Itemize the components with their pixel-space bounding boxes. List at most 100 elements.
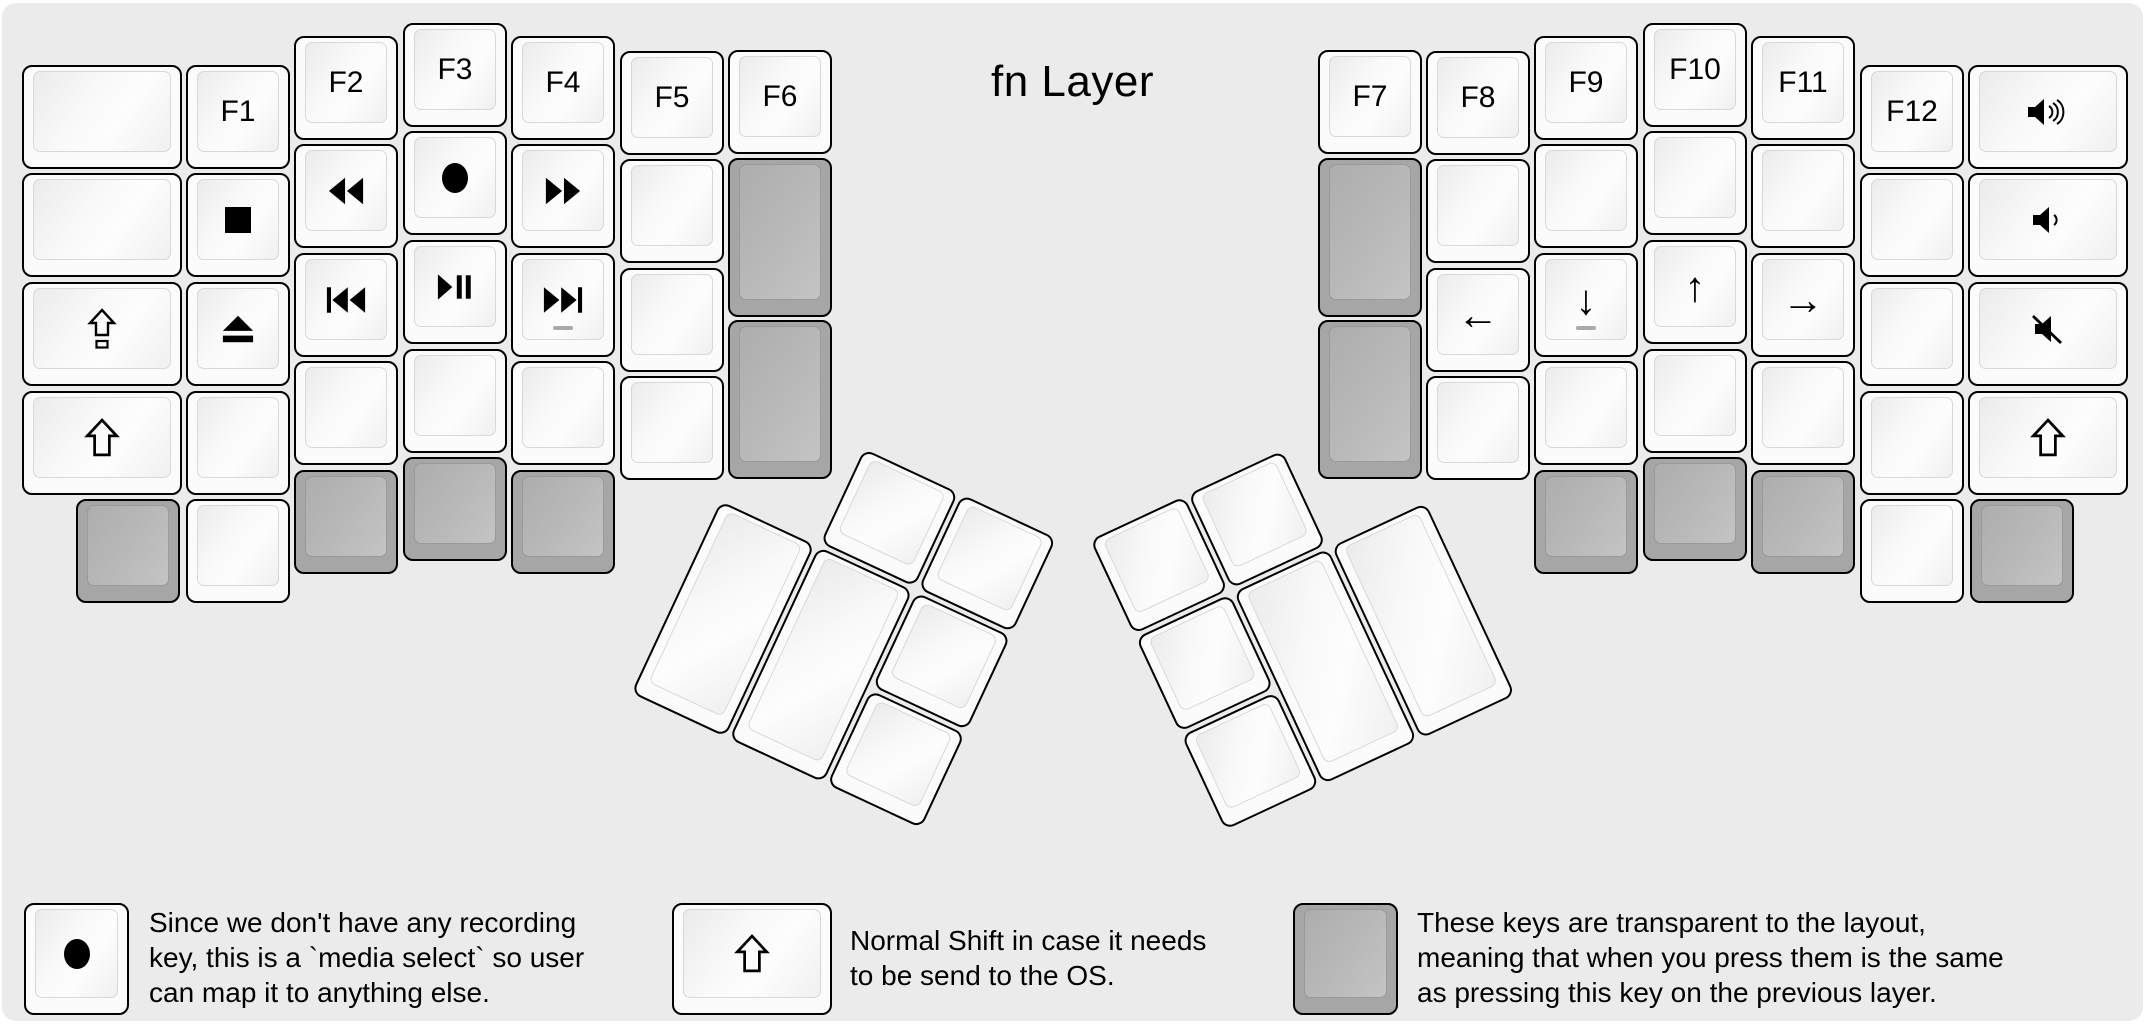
key-left-bottom-1[interactable] (76, 499, 180, 603)
key-left-c2-r4[interactable] (294, 361, 398, 465)
key-f2[interactable]: F2 (294, 36, 398, 140)
keycap (1871, 397, 1953, 478)
key-stop[interactable] (186, 173, 290, 277)
legend-shift-key[interactable] (672, 903, 832, 1015)
key-f7[interactable]: F7 (1318, 50, 1422, 154)
key-previous-track[interactable] (294, 253, 398, 357)
key-volume-down[interactable] (1968, 173, 2128, 277)
key-fast-forward[interactable] (511, 144, 615, 248)
key-f5[interactable]: F5 (620, 51, 724, 155)
key-right-c9-r4[interactable] (1534, 361, 1638, 465)
legend-media-select-key[interactable] (24, 903, 129, 1015)
keycap (631, 382, 713, 463)
keycap (1654, 355, 1736, 436)
keycap (522, 476, 604, 557)
key-volume-up[interactable] (1968, 65, 2128, 169)
key-right-c8-r2[interactable] (1426, 159, 1530, 263)
keycap (35, 909, 118, 998)
key-left-bottom-4[interactable] (403, 457, 507, 561)
key-mute[interactable] (1968, 282, 2128, 386)
key-right-shift[interactable] (1968, 391, 2128, 495)
key-left-c5-r4[interactable] (620, 376, 724, 480)
key-arrow-left[interactable]: ← (1426, 268, 1530, 372)
key-right-bottom-4[interactable] (1860, 499, 1964, 603)
key-right-bottom-3[interactable] (1751, 470, 1855, 574)
key-media-select[interactable] (403, 131, 507, 235)
key-right-bottom-2[interactable] (1643, 457, 1747, 561)
key-label: F8 (1460, 80, 1496, 114)
key-right-bottom-5[interactable] (1970, 499, 2074, 603)
key-left-transparent-2[interactable] (728, 320, 832, 479)
keycap (631, 165, 713, 246)
key-f1[interactable]: F1 (186, 65, 290, 169)
keycap (197, 505, 279, 586)
keycap: F5 (631, 57, 713, 138)
key-arrow-up[interactable]: ↑ (1643, 240, 1747, 344)
key-left-c1-r4[interactable] (186, 391, 290, 495)
keycap (305, 367, 387, 448)
key-right-c12-r3[interactable] (1860, 282, 1964, 386)
key-arrow-down[interactable]: ↓ (1534, 253, 1638, 357)
key-right-c12-r4[interactable] (1860, 391, 1964, 495)
key-right-transparent-2[interactable] (1318, 320, 1422, 479)
keycap (305, 150, 387, 231)
key-right-c8-r4[interactable] (1426, 376, 1530, 480)
legend-text-normal-shift: Normal Shift in case it needs to be send… (850, 923, 1206, 993)
key-f8[interactable]: F8 (1426, 51, 1530, 155)
eject-icon (221, 314, 255, 344)
key-next-track[interactable] (511, 253, 615, 357)
key-right-c10-r2[interactable] (1643, 131, 1747, 235)
key-left-bottom-5[interactable] (511, 470, 615, 574)
keycap (1148, 604, 1257, 713)
keycap (33, 179, 171, 260)
legend-transparent-key[interactable] (1293, 903, 1398, 1015)
key-eject[interactable] (186, 282, 290, 386)
key-left-c5-r2[interactable] (620, 159, 724, 263)
key-left-c5-r3[interactable] (620, 268, 724, 372)
shift-icon (84, 417, 120, 458)
key-right-c11-r4[interactable] (1751, 361, 1855, 465)
key-left-c3-r4[interactable] (403, 349, 507, 453)
keycap (1979, 179, 2117, 260)
legend-line: can map it to anything else. (149, 977, 490, 1008)
key-right-c11-r2[interactable] (1751, 144, 1855, 248)
keycap: → (1762, 259, 1844, 340)
keycap: ↑ (1654, 246, 1736, 327)
key-label: F5 (654, 80, 690, 114)
keycap (683, 909, 821, 998)
key-right-c12-r2[interactable] (1860, 173, 1964, 277)
legend-line: Since we don't have any recording (149, 907, 577, 938)
key-f9[interactable]: F9 (1534, 36, 1638, 140)
key-f10[interactable]: F10 (1643, 23, 1747, 127)
key-left-c4-r4[interactable] (511, 361, 615, 465)
key-right-c10-r4[interactable] (1643, 349, 1747, 453)
key-rewind[interactable] (294, 144, 398, 248)
keycap (197, 288, 279, 369)
key-caps-shift[interactable] (22, 282, 182, 386)
key-arrow-right[interactable]: → (1751, 253, 1855, 357)
key-left-outer-r1[interactable] (22, 65, 182, 169)
key-left-transparent-1[interactable] (728, 158, 832, 317)
key-left-shift[interactable] (22, 391, 182, 495)
key-f6[interactable]: F6 (728, 50, 832, 154)
next-track-icon (543, 285, 583, 315)
keycap (522, 367, 604, 448)
keycap (1329, 164, 1411, 300)
key-left-bottom-2[interactable] (186, 499, 290, 603)
key-left-outer-r2[interactable] (22, 173, 182, 277)
key-label: F12 (1886, 94, 1938, 128)
keycap (1762, 367, 1844, 448)
key-right-c9-r2[interactable] (1534, 144, 1638, 248)
keycap (1200, 460, 1309, 569)
key-f11[interactable]: F11 (1751, 36, 1855, 140)
key-play-pause[interactable] (403, 240, 507, 344)
key-f4[interactable]: F4 (511, 36, 615, 140)
key-f12[interactable]: F12 (1860, 65, 1964, 169)
keycap: F8 (1437, 57, 1519, 138)
key-f3[interactable]: F3 (403, 23, 507, 127)
key-right-bottom-1[interactable] (1534, 470, 1638, 574)
key-left-bottom-3[interactable] (294, 470, 398, 574)
keycap (87, 505, 169, 586)
key-right-transparent-1[interactable] (1318, 158, 1422, 317)
keycap: F4 (522, 42, 604, 123)
